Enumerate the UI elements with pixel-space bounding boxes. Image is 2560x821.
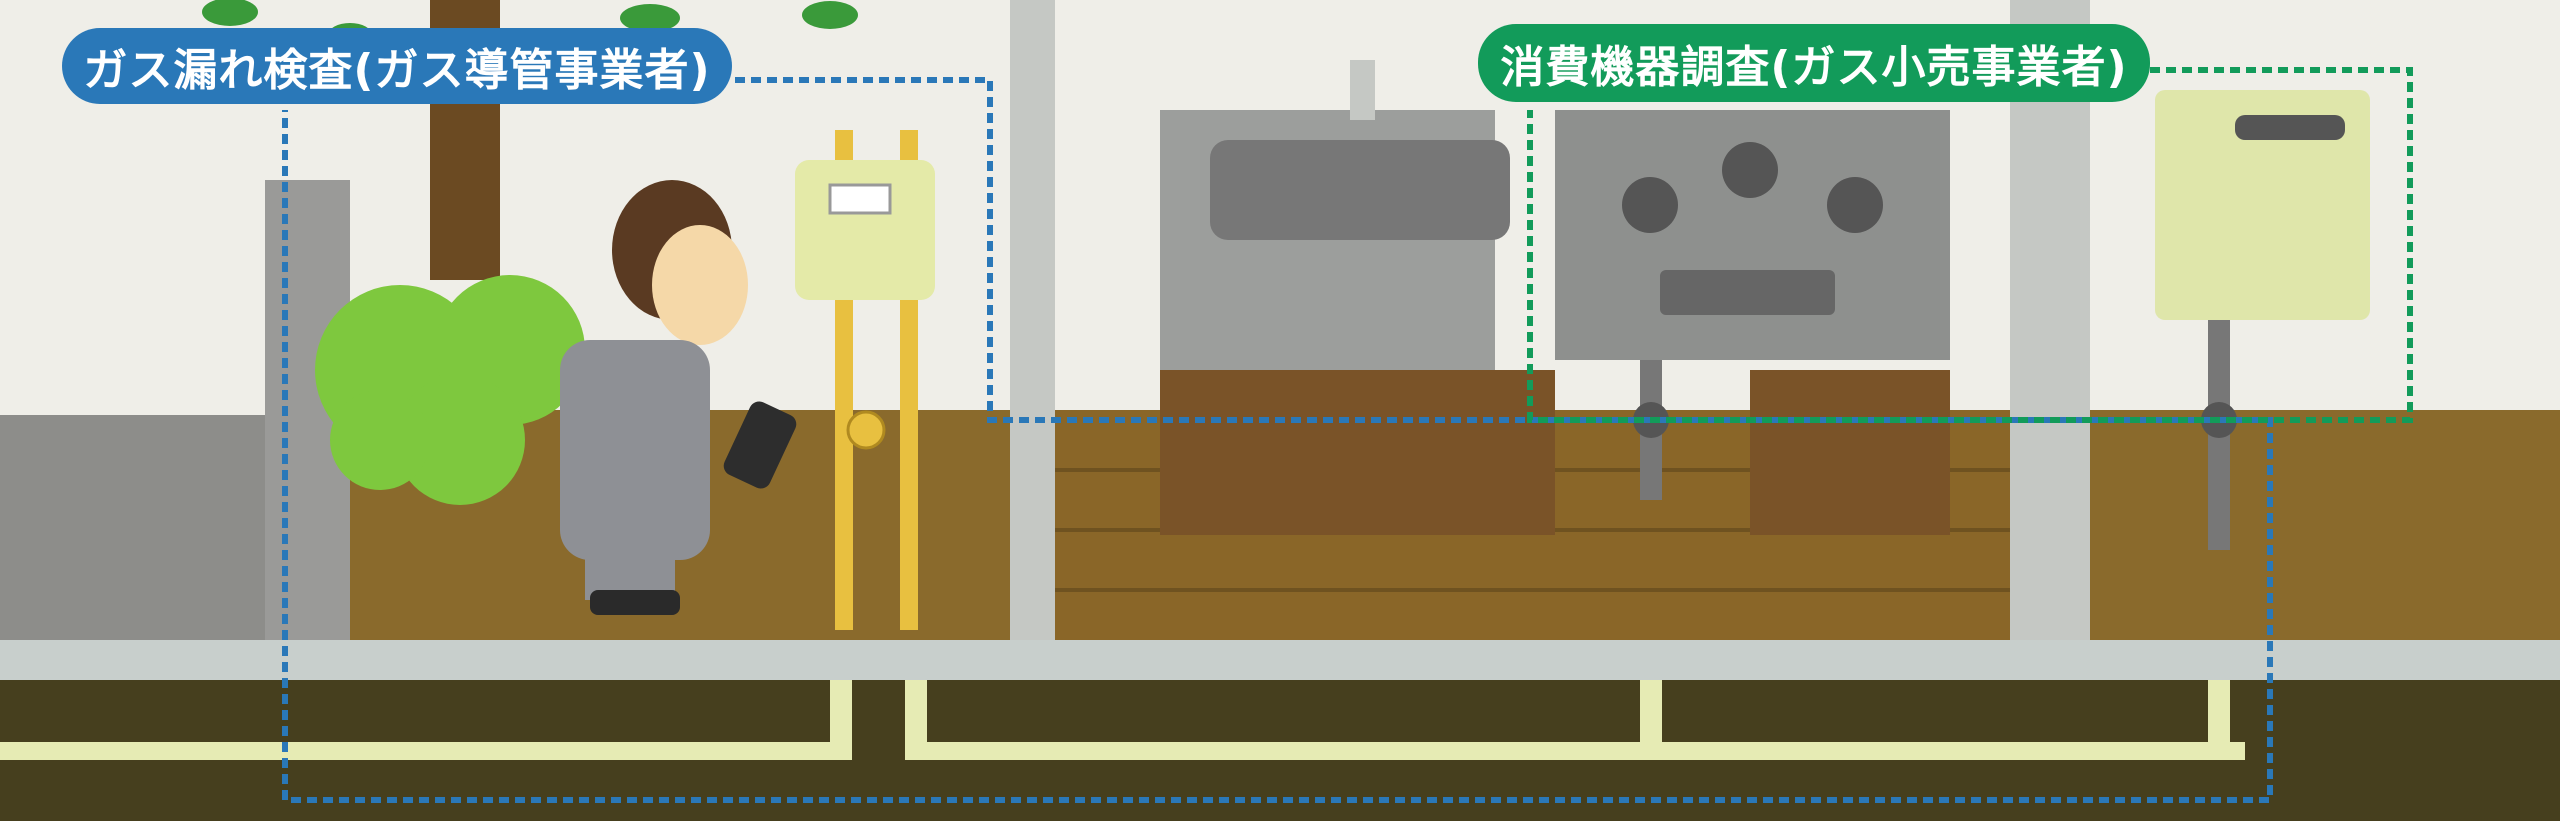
gas-valve (846, 410, 886, 450)
leak-inspection-area-outline (282, 77, 2273, 803)
sink-cabinet (1160, 370, 1555, 535)
water-heater (2155, 90, 2370, 320)
wall-pillar-left (1010, 0, 1055, 640)
gas-leak-inspection-label: ガス漏れ検査(ガス導管事業者) (62, 28, 732, 104)
stove-cabinet (1750, 370, 1950, 535)
sink-basin (1210, 140, 1510, 240)
inspector-worker (560, 180, 797, 615)
street-ground (0, 415, 270, 640)
wall-pillar-right (2010, 0, 2090, 640)
appliance-survey-label: 消費機器調査(ガス小売事業者) (1478, 24, 2150, 102)
gas-meter-display (828, 183, 892, 215)
bush (315, 275, 585, 505)
buried-gas-pipe (0, 680, 2245, 760)
faucet (1350, 60, 1375, 120)
gas-meter (795, 160, 935, 300)
foundation (0, 640, 2560, 680)
burner-icons (1622, 142, 1883, 233)
gas-detector-icon (723, 401, 797, 489)
water-heater-display (2235, 115, 2345, 140)
appliance-survey-area-outline (1527, 67, 2413, 423)
stove-grill (1660, 270, 1835, 315)
right-room-floor (2090, 410, 2560, 640)
